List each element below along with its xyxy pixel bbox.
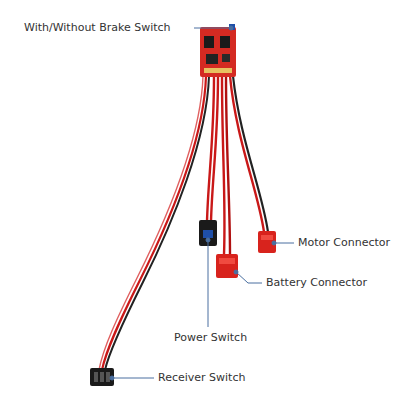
pin <box>100 372 104 382</box>
callout-label: With/Without Brake Switch <box>24 21 171 35</box>
leader-line <box>236 272 262 283</box>
leader-line <box>276 243 294 244</box>
leader-line <box>194 28 231 29</box>
motor-connector <box>258 231 276 253</box>
callout-label: Motor Connector <box>298 236 390 250</box>
chip <box>206 54 218 64</box>
chip <box>222 54 230 62</box>
power-switch <box>199 220 217 246</box>
leader-dot <box>110 376 114 380</box>
pin <box>106 372 110 382</box>
switch-knob <box>203 230 213 238</box>
leader-dot <box>234 270 238 274</box>
motor-wire <box>233 76 268 232</box>
callout-label: Receiver Switch <box>158 371 245 385</box>
receiver-wire <box>99 76 203 370</box>
chip <box>204 36 214 48</box>
receiver-connector <box>90 368 114 386</box>
power-wire <box>211 76 218 222</box>
leader-dot <box>229 26 233 30</box>
battery-wire <box>226 76 230 255</box>
callout-label: Power Switch <box>174 331 247 345</box>
leader-line <box>208 240 209 327</box>
battery-wire <box>222 76 225 255</box>
battery-connector <box>216 254 238 278</box>
leader-line <box>112 378 154 379</box>
pin <box>94 372 98 382</box>
brake-switch <box>229 24 235 30</box>
connector-highlight <box>219 258 235 264</box>
receiver-wire <box>102 76 206 370</box>
motor-wire <box>230 76 264 232</box>
receiver-wire <box>105 76 209 370</box>
callout-label: Battery Connector <box>266 276 367 290</box>
leader-dot <box>272 241 276 245</box>
leader-dot <box>206 238 210 242</box>
pcb-board <box>200 27 236 77</box>
connector-highlight <box>261 235 273 240</box>
chip <box>220 36 230 48</box>
solder-pads <box>204 68 232 73</box>
